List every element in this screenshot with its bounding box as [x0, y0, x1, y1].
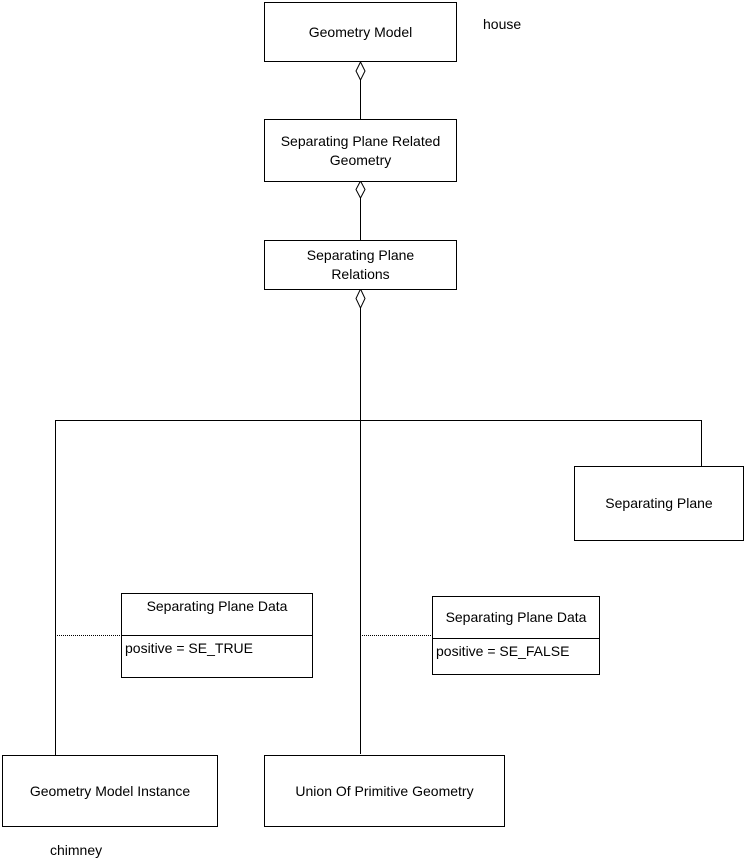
related-geometry-label: Separating Plane Related Geometry: [280, 132, 441, 168]
aggregation-diamond-1: [355, 60, 366, 82]
aggregation-diamond-3: [355, 287, 366, 310]
association-class-left: Separating Plane Data positive = SE_TRUE: [121, 593, 313, 678]
related-geometry-box: Separating Plane Related Geometry: [264, 119, 457, 182]
geometry-model-box: Geometry Model: [264, 2, 457, 62]
union-primitive-box: Union Of Primitive Geometry: [264, 755, 505, 827]
separating-plane-box: Separating Plane: [574, 466, 744, 541]
association-class-right: Separating Plane Data positive = SE_FALS…: [432, 596, 600, 675]
association-class-left-name: Separating Plane Data: [122, 594, 312, 636]
relations-label: Separating Plane Relations: [306, 247, 415, 282]
chimney-note: chimney: [50, 842, 103, 858]
aggregation-diamond-2: [355, 179, 366, 200]
association-class-right-name: Separating Plane Data: [433, 597, 599, 639]
house-note: house: [483, 16, 522, 32]
union-primitive-label: Union Of Primitive Geometry: [295, 782, 474, 799]
model-instance-box: Geometry Model Instance: [2, 755, 218, 827]
association-class-right-attribute: positive = SE_FALSE: [436, 643, 570, 659]
association-class-left-attribute: positive = SE_TRUE: [125, 640, 253, 656]
model-instance-label: Geometry Model Instance: [29, 782, 191, 799]
separating-plane-label: Separating Plane: [605, 495, 713, 511]
relations-box: Separating Plane Relations: [264, 240, 457, 290]
geometry-model-label: Geometry Model: [308, 23, 413, 40]
